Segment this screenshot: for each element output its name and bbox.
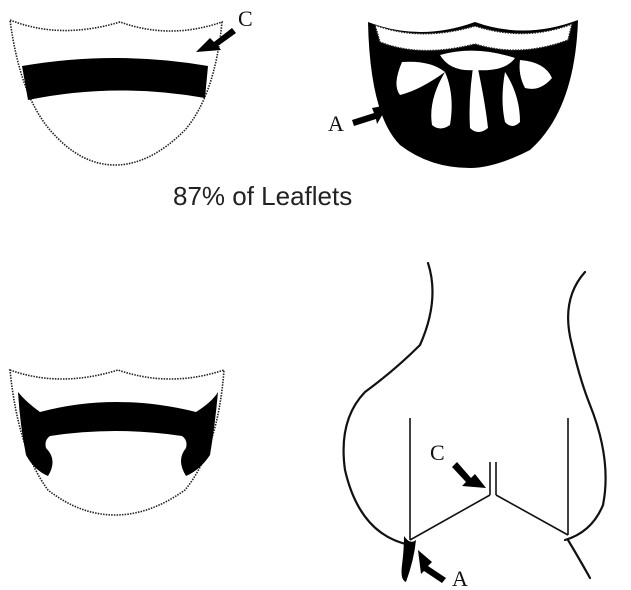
leaflet-bottom-left-band xyxy=(18,392,218,476)
coaptation-left xyxy=(410,495,490,540)
cusp-diagram: C A xyxy=(344,263,606,590)
coaptation-right xyxy=(496,495,568,535)
left-cusp-outline xyxy=(344,263,433,545)
right-cusp-outline xyxy=(565,272,606,540)
arrow-a-bottom-right xyxy=(418,550,446,583)
leaflet-bottom-left xyxy=(10,370,224,515)
leaflet-top-left: C xyxy=(10,6,253,165)
label-c-bottom-right: C xyxy=(430,440,445,465)
right-cusp-lower xyxy=(568,540,590,578)
leaflet-top-right: A xyxy=(328,20,578,168)
arrow-c-top-left xyxy=(196,28,236,52)
leaflet-top-left-band xyxy=(22,58,208,100)
caption: 87% of Leaflets xyxy=(173,181,352,211)
label-a-top-right: A xyxy=(328,111,344,136)
arrow-c-bottom-right xyxy=(452,462,486,488)
label-c-top-left: C xyxy=(238,6,253,31)
label-a-bottom-right: A xyxy=(452,566,468,590)
